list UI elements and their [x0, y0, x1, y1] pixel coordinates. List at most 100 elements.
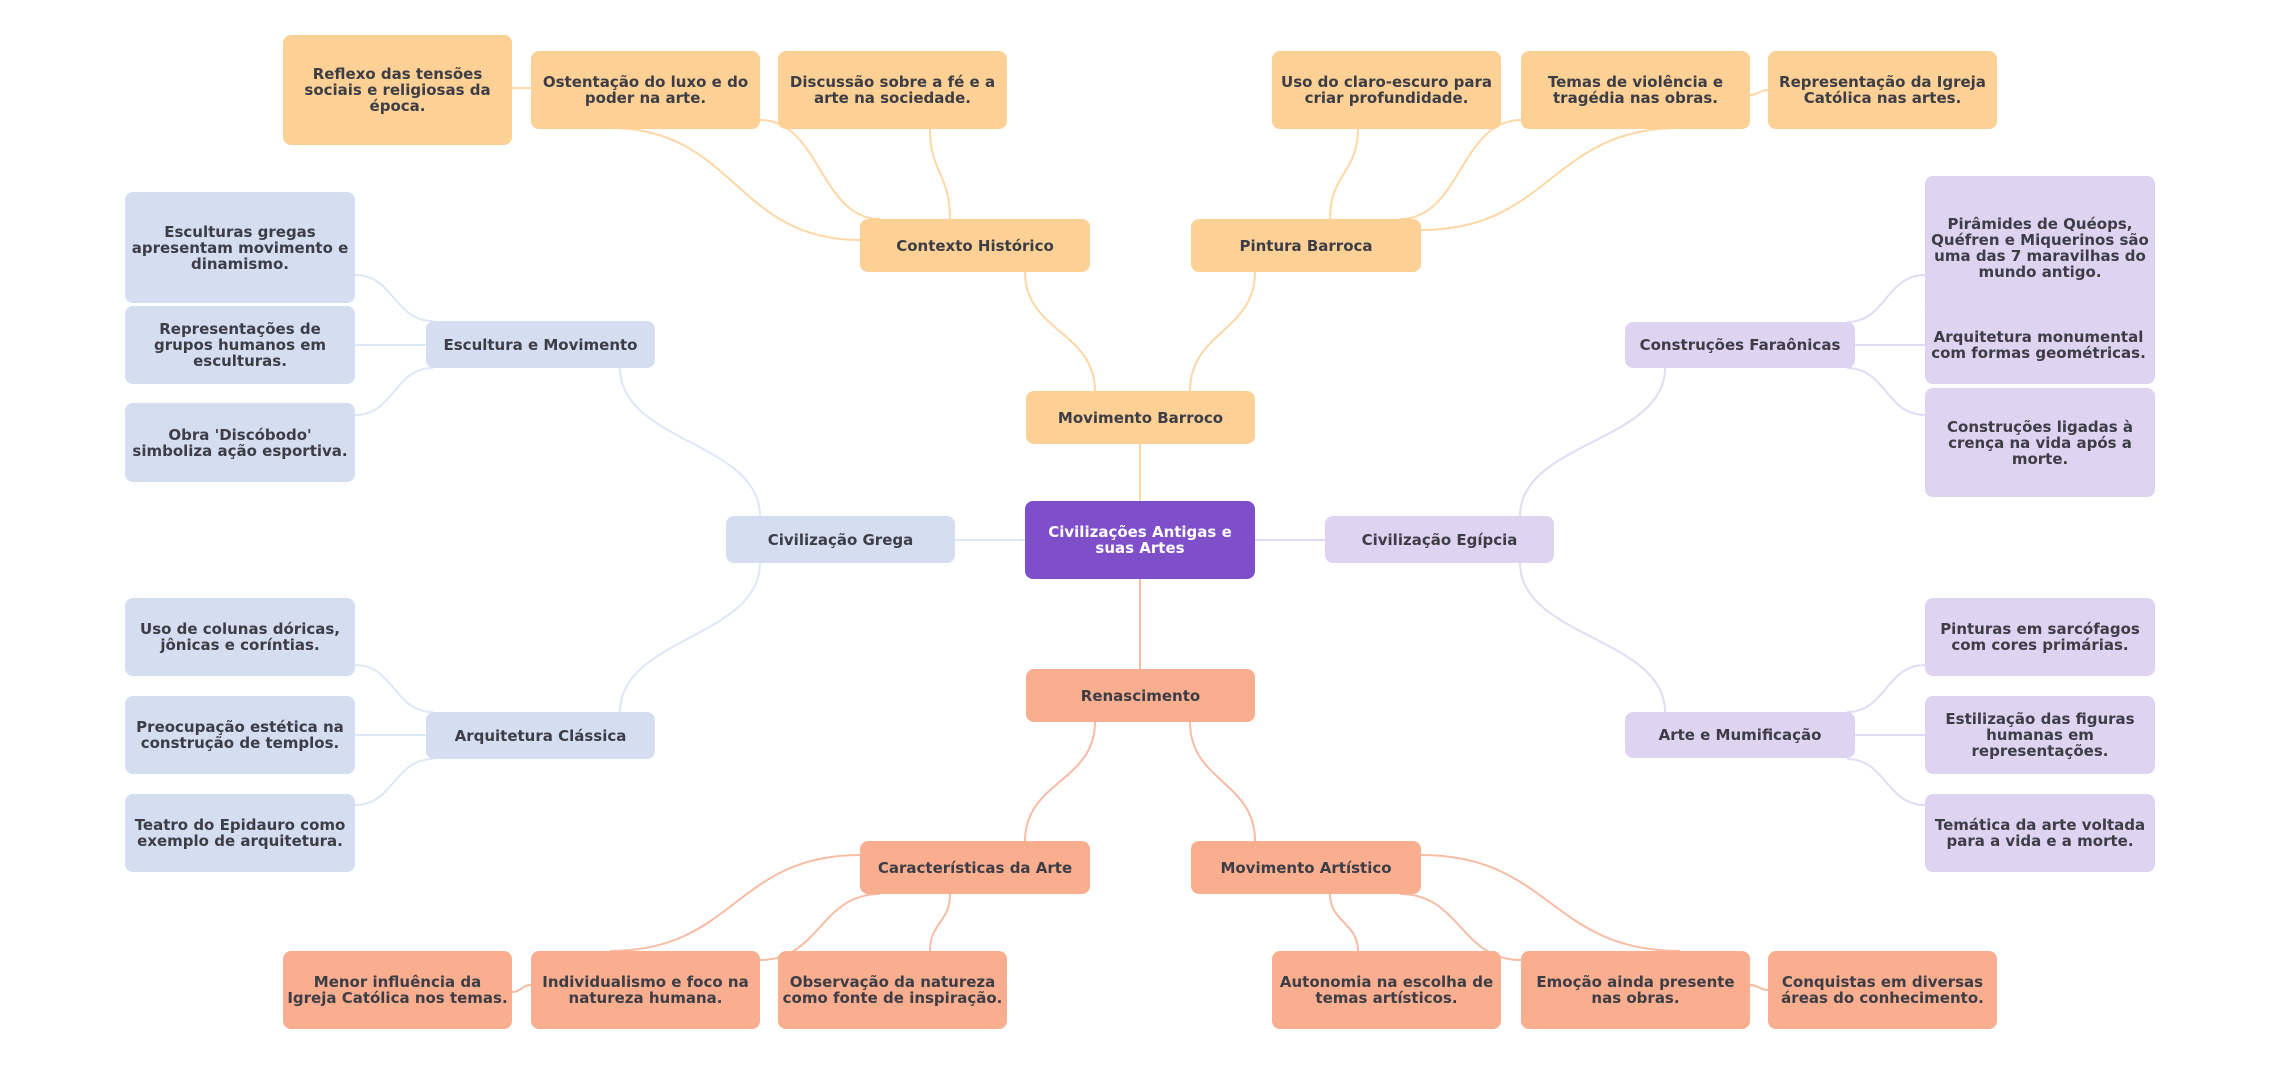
root-node[interactable]: Civilizações Antigas e suas Artes [1025, 501, 1255, 579]
subtopic-pintura-barroca[interactable]: Pintura Barroca [1191, 219, 1421, 272]
connector-line [354, 758, 434, 806]
leaf-node[interactable]: Temática da arte voltada para a vida e a… [1925, 794, 2155, 872]
leaf-node[interactable]: Temas de violência e tragédia nas obras. [1521, 51, 1750, 129]
connector-line [1846, 367, 1926, 416]
connector-line [1399, 893, 1522, 961]
connector-line [354, 367, 434, 416]
connector-line [1519, 367, 1666, 517]
connector-line [354, 274, 434, 322]
connector-line [1420, 127, 1681, 231]
connector-line [1420, 854, 1681, 952]
connector-line [929, 893, 951, 952]
connector-line [511, 984, 532, 993]
subtopic-construcoes-faraonicas[interactable]: Construções Faraônicas [1625, 322, 1855, 368]
leaf-node[interactable]: Representações de grupos humanos em escu… [125, 306, 355, 384]
node-label: Pirâmides de Quéops, Quéfren e Miquerino… [1931, 215, 2149, 281]
leaf-node[interactable]: Arquitetura monumental com formas geomét… [1925, 306, 2155, 384]
connector-line [1749, 89, 1769, 96]
node-label: Observação da natureza como fonte de ins… [782, 973, 1003, 1007]
leaf-node[interactable]: Individualismo e foco na natureza humana… [531, 951, 760, 1029]
connector-line [929, 127, 951, 220]
node-label: Autonomia na escolha de temas artísticos… [1279, 973, 1494, 1007]
leaf-node[interactable]: Menor influência da Igreja Católica nos … [283, 951, 512, 1029]
leaf-node[interactable]: Representação da Igreja Católica nas art… [1768, 51, 1997, 129]
connector-line [1399, 119, 1522, 220]
connector-line [619, 562, 761, 713]
node-label: Conquistas em diversas áreas do conhecim… [1781, 973, 1984, 1007]
leaf-node[interactable]: Preocupação estética na construção de te… [125, 696, 355, 774]
node-label: Movimento Artístico [1220, 858, 1392, 877]
subtopic-movimento-artistico[interactable]: Movimento Artístico [1191, 841, 1421, 894]
node-label: Uso de colunas dóricas, jônicas e corínt… [140, 620, 340, 654]
node-label: Ostentação do luxo e do poder na arte. [542, 73, 749, 107]
node-label: Menor influência da Igreja Católica nos … [287, 973, 508, 1007]
connector-line [1329, 127, 1359, 220]
connector-line [354, 664, 434, 713]
node-label: Teatro do Epidauro como exemplo de arqui… [134, 816, 346, 850]
node-label: Temas de violência e tragédia nas obras. [1547, 73, 1724, 107]
node-label: Estilização das figuras humanas em repre… [1945, 710, 2135, 760]
connector-line [609, 127, 861, 241]
branch-renascimento[interactable]: Renascimento [1026, 669, 1255, 722]
branch-civilizacao-grega[interactable]: Civilização Grega [726, 516, 955, 563]
leaf-node[interactable]: Pinturas em sarcófagos com cores primári… [1925, 598, 2155, 676]
connector-line [1846, 664, 1926, 713]
leaf-node[interactable]: Emoção ainda presente nas obras. [1521, 951, 1750, 1029]
node-label: Representação da Igreja Católica nas art… [1779, 73, 1986, 107]
subtopic-arte-e-mumificacao[interactable]: Arte e Mumificação [1625, 712, 1855, 758]
connector-line [1846, 758, 1926, 806]
node-label: Construções ligadas à crença na vida apó… [1947, 417, 2133, 468]
leaf-node[interactable]: Obra 'Discóbodo' simboliza ação esportiv… [125, 403, 355, 482]
leaf-node[interactable]: Discussão sobre a fé e a arte na socieda… [778, 51, 1007, 129]
subtopic-contexto-historico[interactable]: Contexto Histórico [860, 219, 1090, 272]
node-label: Emoção ainda presente nas obras. [1536, 973, 1735, 1007]
node-label: Individualismo e foco na natureza humana… [542, 973, 749, 1007]
leaf-node[interactable]: Observação da natureza como fonte de ins… [778, 951, 1007, 1029]
node-label: Uso do claro-escuro para criar profundid… [1281, 73, 1492, 107]
node-label: Renascimento [1080, 686, 1201, 705]
connector-line [1189, 721, 1256, 842]
node-label: Movimento Barroco [1057, 408, 1224, 427]
node-label: Construções Faraônicas [1639, 336, 1841, 354]
connector-line [1846, 274, 1926, 323]
node-label: Esculturas gregas apresentam movimento e… [131, 222, 349, 273]
leaf-node[interactable]: Uso de colunas dóricas, jônicas e corínt… [125, 598, 355, 676]
leaf-node[interactable]: Construções ligadas à crença na vida apó… [1925, 388, 2155, 497]
leaf-node[interactable]: Pirâmides de Quéops, Quéfren e Miquerino… [1925, 176, 2155, 326]
connector-line [759, 119, 881, 220]
node-label: Preocupação estética na construção de te… [136, 718, 344, 752]
leaf-node[interactable]: Estilização das figuras humanas em repre… [1925, 696, 2155, 774]
node-label: Temática da arte voltada para a vida e a… [1934, 816, 2146, 850]
connector-line [1024, 721, 1096, 842]
node-label: Escultura e Movimento [443, 335, 638, 354]
node-label: Obra 'Discóbodo' simboliza ação esportiv… [132, 425, 348, 460]
leaf-node[interactable]: Reflexo das tensões sociais e religiosas… [283, 35, 512, 145]
subtopic-escultura-e-movimento[interactable]: Escultura e Movimento [426, 321, 655, 368]
subtopic-arquitetura-classica[interactable]: Arquitetura Clássica [426, 712, 655, 759]
node-label: Civilização Grega [767, 530, 914, 549]
leaf-node[interactable]: Esculturas gregas apresentam movimento e… [125, 192, 355, 303]
subtopic-caracteristicas-da-arte[interactable]: Características da Arte [860, 841, 1090, 894]
leaf-node[interactable]: Ostentação do luxo e do poder na arte. [531, 51, 760, 129]
node-label: Arquitetura Clássica [454, 726, 627, 745]
root-label: Civilizações Antigas e suas Artes [1048, 523, 1232, 557]
node-label: Discussão sobre a fé e a arte na socieda… [789, 73, 996, 107]
leaf-node[interactable]: Teatro do Epidauro como exemplo de arqui… [125, 794, 355, 872]
branch-civilizacao-egipcia[interactable]: Civilização Egípcia [1325, 516, 1554, 563]
node-label: Arquitetura monumental com formas geomét… [1931, 328, 2146, 362]
leaf-node[interactable]: Conquistas em diversas áreas do conhecim… [1768, 951, 1997, 1029]
connector-line [1189, 271, 1256, 392]
branch-movimento-barroco[interactable]: Movimento Barroco [1026, 391, 1255, 444]
connector-line [609, 854, 861, 952]
node-label: Reflexo das tensões sociais e religiosas… [304, 65, 491, 115]
node-label: Arte e Mumificação [1658, 726, 1822, 744]
node-label: Pinturas em sarcófagos com cores primári… [1940, 620, 2140, 654]
connector-line [1329, 893, 1359, 952]
connector-line [1749, 984, 1769, 991]
leaf-node[interactable]: Uso do claro-escuro para criar profundid… [1272, 51, 1501, 129]
connector-line [619, 367, 761, 517]
connector-line [1024, 271, 1096, 392]
node-label: Representações de grupos humanos em escu… [153, 320, 327, 370]
leaf-node[interactable]: Autonomia na escolha de temas artísticos… [1272, 951, 1501, 1029]
